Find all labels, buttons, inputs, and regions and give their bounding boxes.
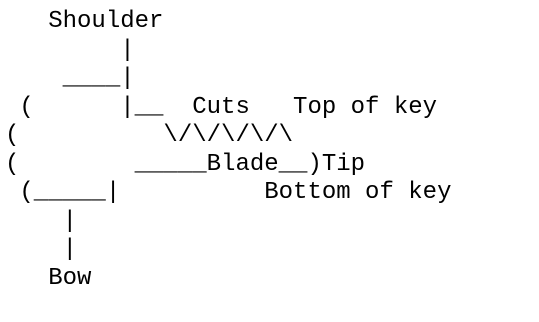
diagram-line-bow-label: Bow: [5, 264, 92, 292]
diagram-line-bottom-of-key: (_____| Bottom of key: [5, 179, 452, 206]
diagram-line-bow-stem-1: |: [5, 207, 78, 235]
diagram-line-cuts-zigzag: ( \/\/\/\/\: [5, 122, 294, 149]
key-ascii-diagram: Shoulder | ____| ( |__ Cuts Top of key( …: [5, 8, 451, 293]
diagram-line-cuts-top-of-key: ( |__ Cuts Top of key: [5, 93, 438, 121]
diagram-line-shoulder-stem: |: [5, 36, 135, 64]
diagram-line-shoulder-label: Shoulder: [5, 8, 164, 35]
diagram-line-blade-tip: ( _____Blade__)Tip: [5, 150, 366, 178]
diagram-line-bow-stem-2: |: [5, 236, 78, 263]
diagram-line-bow-top: ____|: [5, 65, 135, 92]
